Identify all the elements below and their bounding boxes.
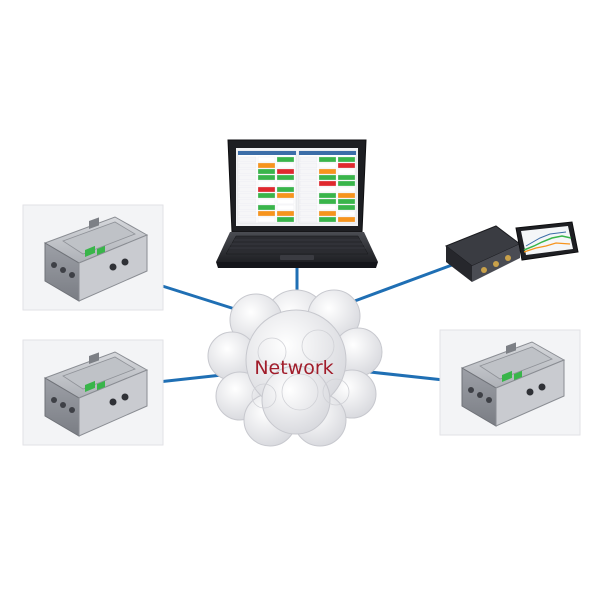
dashboard-cell: [337, 204, 356, 211]
dashboard-cell: [337, 180, 356, 187]
dashboard-cell: [257, 198, 276, 205]
dashboard-cell: [238, 174, 257, 181]
dashboard-cell: [276, 216, 295, 223]
dashboard-cell: [257, 204, 276, 211]
dashboard-cell: [299, 186, 318, 193]
dashboard-cell: [318, 162, 337, 169]
dashboard-cell: [318, 168, 337, 175]
dashboard-cell: [299, 174, 318, 181]
dashboard-cell: [276, 204, 295, 211]
dashboard-cell: [257, 210, 276, 217]
device-right-bottom-icon: [439, 329, 581, 436]
dashboard-cell: [276, 180, 295, 187]
device-left-bottom-icon: [22, 339, 164, 446]
dashboard-cell: [299, 192, 318, 199]
link-mobile-scope: [351, 263, 453, 304]
dashboard-cell: [276, 198, 295, 205]
dashboard-cell: [318, 204, 337, 211]
dashboard-cell: [238, 186, 257, 193]
dashboard-cell: [238, 168, 257, 175]
dashboard-cell: [276, 192, 295, 199]
dashboard-cell: [276, 162, 295, 169]
dashboard-cell: [238, 162, 257, 169]
device-left-top-icon: [22, 204, 164, 311]
dashboard-cell: [318, 174, 337, 181]
dashboard-cell: [337, 192, 356, 199]
dashboard-cell: [337, 210, 356, 217]
dashboard-cell: [318, 180, 337, 187]
dashboard-cell: [257, 162, 276, 169]
link-device-left-bottom: [157, 373, 223, 384]
dashboard-cell: [276, 156, 295, 163]
dashboard-cell: [299, 168, 318, 175]
network-label: Network: [254, 357, 333, 379]
dashboard-cell: [276, 186, 295, 193]
network-cloud: Network: [207, 289, 383, 447]
dashboard-cell: [299, 216, 318, 223]
dashboard-cell: [318, 210, 337, 217]
dashboard-cell: [318, 156, 337, 163]
dashboard-cell: [257, 174, 276, 181]
dashboard-cell: [238, 198, 257, 205]
dashboard-cell: [318, 186, 337, 193]
dashboard-cell: [257, 216, 276, 223]
dashboard-cell: [238, 210, 257, 217]
dashboard-cell: [257, 186, 276, 193]
dashboard-cell: [337, 186, 356, 193]
dashboard-cell: [257, 180, 276, 187]
dashboard-cell: [238, 156, 257, 163]
dashboard-cell: [299, 198, 318, 205]
dashboard-cell: [299, 180, 318, 187]
dashboard-cell: [299, 210, 318, 217]
dashboard-cell: [337, 198, 356, 205]
dashboard-cell: [257, 156, 276, 163]
dashboard-cell: [238, 180, 257, 187]
oscilloscope-tablet-icon: [444, 221, 579, 282]
dashboard-cell: [276, 168, 295, 175]
dashboard-cell: [337, 162, 356, 169]
dashboard-screen: [237, 150, 357, 224]
dashboard-cell: [318, 198, 337, 205]
dashboard-cell: [318, 216, 337, 223]
dashboard-cell: [337, 174, 356, 181]
dashboard-cell: [238, 204, 257, 211]
dashboard-cell: [257, 192, 276, 199]
dashboard-cell: [337, 156, 356, 163]
dashboard-cell: [238, 192, 257, 199]
dashboard-cell: [257, 168, 276, 175]
dashboard-cell: [299, 156, 318, 163]
dashboard-cell: [276, 210, 295, 217]
dashboard-cell: [276, 174, 295, 181]
laptop-icon: [216, 139, 378, 268]
dashboard-cell: [299, 204, 318, 211]
dashboard-cell: [337, 168, 356, 175]
dashboard-cell: [337, 216, 356, 223]
dashboard-cell: [318, 192, 337, 199]
dashboard-cell: [238, 216, 257, 223]
dashboard-cell: [299, 162, 318, 169]
